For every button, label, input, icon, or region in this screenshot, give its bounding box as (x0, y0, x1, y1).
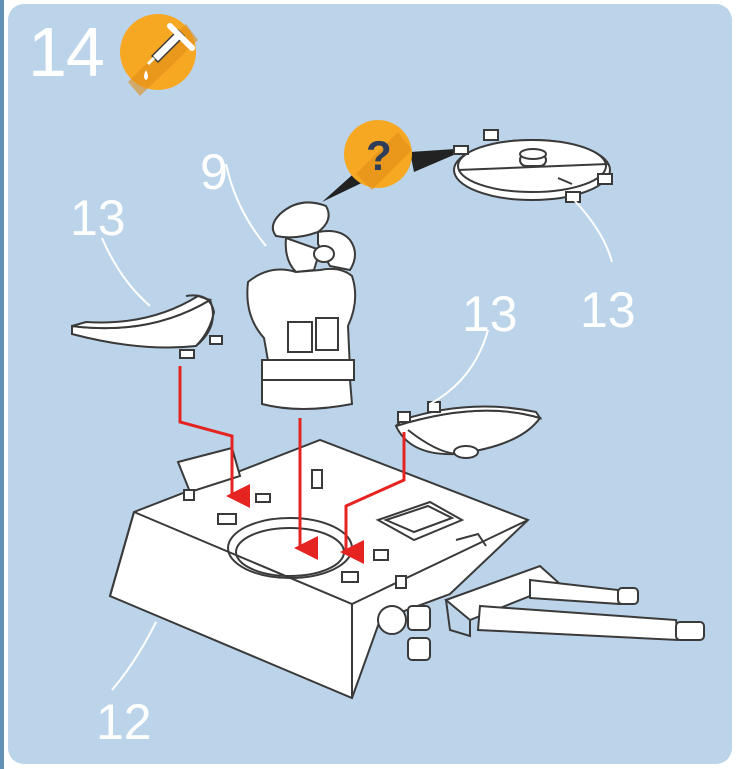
question-mark-icon: ? (322, 120, 470, 202)
svg-text:?: ? (366, 132, 392, 179)
turret (110, 440, 704, 698)
hatch-left (72, 238, 222, 358)
hatch-right (396, 330, 540, 458)
hatch-closed (454, 130, 612, 262)
crew-figure (226, 164, 355, 409)
glue-icon (120, 14, 198, 96)
